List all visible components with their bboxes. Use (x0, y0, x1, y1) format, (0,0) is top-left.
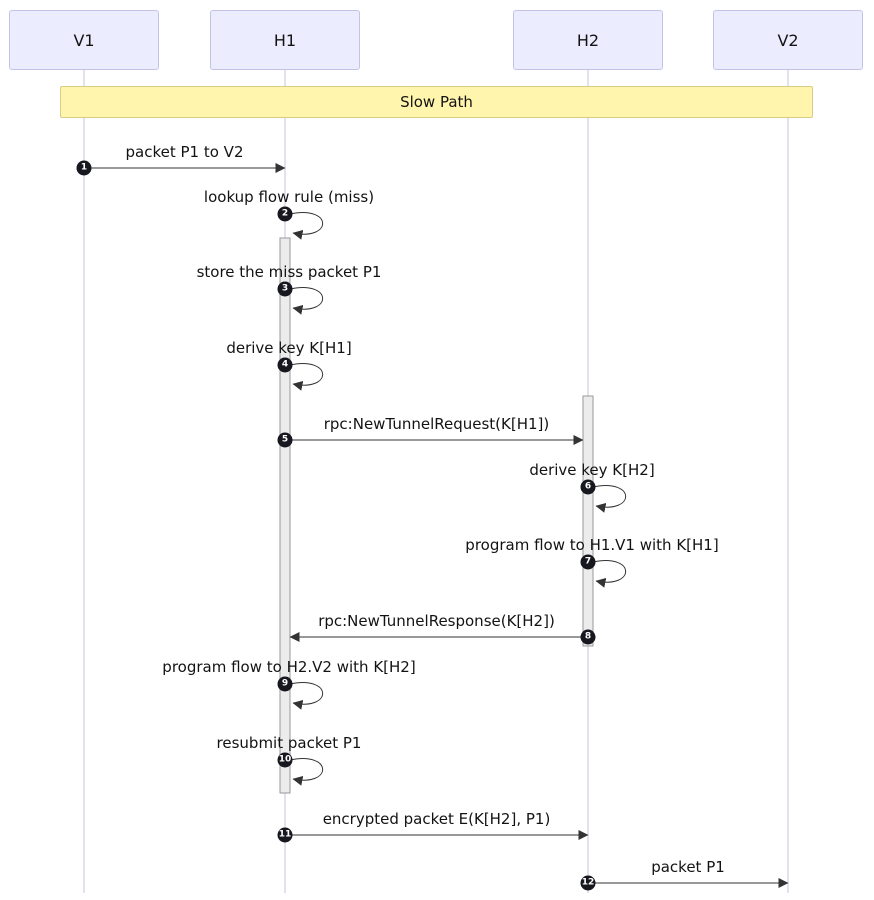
self-loop-4 (289, 363, 323, 391)
self-loop-2 (289, 212, 323, 240)
self-loop-3 (289, 287, 323, 315)
self-loop-6 (592, 485, 626, 513)
self-loop-7 (592, 560, 626, 588)
activation-H2 (582, 395, 594, 647)
self-loop-9 (289, 682, 323, 710)
self-loop-10 (289, 758, 323, 786)
activation-H1 (279, 237, 291, 794)
